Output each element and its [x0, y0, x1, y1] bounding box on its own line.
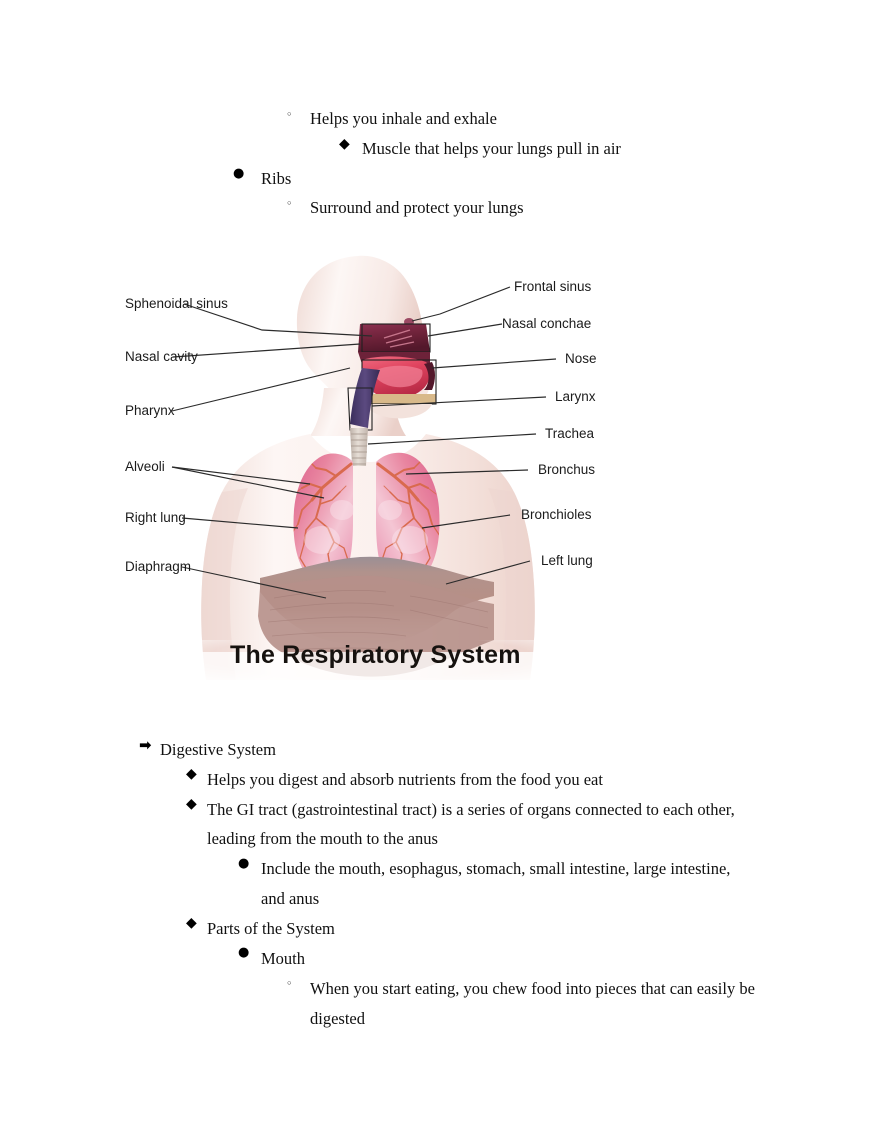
figure-label-left-lung: Left lung: [541, 553, 593, 568]
bullet-circle: ◦: [286, 108, 293, 121]
note-line: Helps you inhale and exhale: [310, 109, 497, 128]
figure-label-pharynx: Pharynx: [125, 403, 175, 418]
figure-illustration: [110, 248, 630, 688]
bullet-arrow: ➡: [139, 736, 152, 754]
head-cutaway: [358, 318, 437, 419]
note-line-continuation: leading from the mouth to the anus: [207, 829, 438, 848]
figure-label-nasal-cavity: Nasal cavity: [125, 349, 198, 364]
note-line: Digestive System: [160, 740, 276, 759]
bullet-diamond: ◆: [186, 796, 197, 812]
bullet-diamond: ◆: [186, 766, 197, 782]
note-line: Helps you digest and absorb nutrients fr…: [207, 770, 603, 789]
note-line-continuation: and anus: [261, 889, 320, 908]
bullet-circle: ◦: [286, 977, 293, 990]
note-line: Parts of the System: [207, 919, 335, 938]
note-line: Ribs: [261, 169, 292, 188]
figure-label-nasal-conchae: Nasal conchae: [502, 316, 592, 331]
note-line: The GI tract (gastrointestinal tract) is…: [207, 800, 735, 819]
figure-label-bronchioles: Bronchioles: [521, 507, 592, 522]
figure-label-trachea: Trachea: [545, 426, 595, 441]
note-line: Include the mouth, esophagus, stomach, s…: [261, 859, 731, 878]
bullet-disc: ●: [238, 945, 250, 960]
figure-label-larynx: Larynx: [555, 389, 596, 404]
figure-label-nose: Nose: [565, 351, 597, 366]
anatomy-svg: [110, 255, 630, 688]
figure-label-bronchus: Bronchus: [538, 462, 596, 477]
figure-label-diaphragm: Diaphragm: [125, 559, 192, 574]
bullet-diamond: ◆: [339, 136, 350, 152]
figure-label-right-lung: Right lung: [125, 510, 186, 525]
note-line-continuation: digested: [310, 1009, 365, 1028]
bullet-disc: ●: [238, 856, 250, 871]
figure-label-alveoli: Alveoli: [125, 459, 165, 474]
figure-label-sphenoidal-sinus: Sphenoidal sinus: [125, 296, 228, 311]
lungs: [293, 452, 440, 585]
figure-title: The Respiratory System: [230, 641, 521, 669]
bullet-circle: ◦: [286, 197, 293, 210]
note-line: Mouth: [261, 949, 306, 968]
bullet-diamond: ◆: [186, 915, 197, 931]
bullet-disc: ●: [233, 166, 245, 181]
note-line: Muscle that helps your lungs pull in air: [362, 139, 621, 158]
note-line: Surround and protect your lungs: [310, 198, 524, 217]
airway: [347, 368, 380, 466]
figure-label-frontal-sinus: Frontal sinus: [514, 279, 592, 294]
note-line: When you start eating, you chew food int…: [310, 979, 755, 998]
leader-lines: [171, 286, 557, 599]
